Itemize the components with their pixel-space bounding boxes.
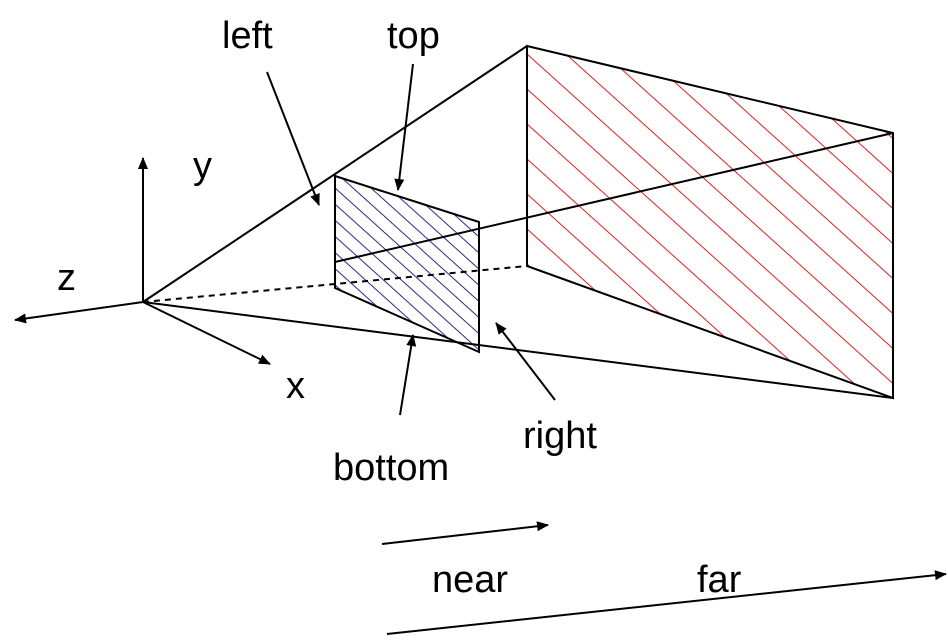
near-plane-hatching [335,176,479,352]
label-near: near [432,559,508,601]
far-direction-arrow [386,570,947,635]
label-top: top [387,15,440,57]
near-direction-arrow [381,521,549,545]
label-bottom: bottom [333,447,449,489]
near-plane-outline [334,174,480,354]
z-axis-arrow [14,301,144,324]
frustum-edge-top-left [142,45,528,303]
x-axis-arrow [142,301,271,365]
label-left: left [222,15,273,57]
frustum-edge-bottom-right [142,301,894,399]
left-pointer-arrow [266,71,320,206]
label-x-axis: x [286,365,305,407]
label-z-axis: z [57,257,76,299]
top-pointer-arrow [394,63,414,191]
bottom-pointer-arrow [399,334,417,416]
far-plane-outline [526,44,894,400]
label-y-axis: y [193,145,212,187]
right-pointer-arrow [495,322,556,401]
frustum-edge-top-right [334,132,894,263]
label-right: right [523,415,597,457]
label-far: far [697,559,742,601]
